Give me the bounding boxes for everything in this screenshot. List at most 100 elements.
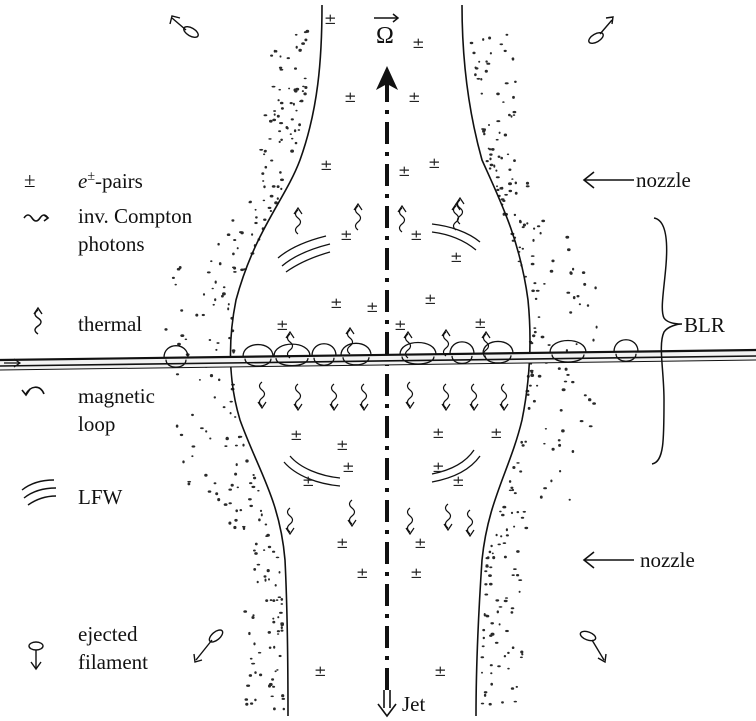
stipple-dot xyxy=(543,487,547,489)
stipple-dot xyxy=(295,34,298,36)
stipple-dot xyxy=(228,489,232,491)
stipple-dot xyxy=(569,271,572,274)
stipple-dot xyxy=(253,642,255,645)
stipple-dot xyxy=(504,134,507,137)
legend-ejected-line1: ejected xyxy=(78,624,137,645)
thermal-squiggle xyxy=(294,384,302,410)
stipple-dot xyxy=(566,292,570,294)
stipple-dot xyxy=(543,443,545,445)
stipple-dot xyxy=(496,93,500,96)
stipple-dot xyxy=(483,133,485,136)
stipple-dot xyxy=(526,222,528,224)
stipple-dot xyxy=(582,271,585,274)
stipple-dot xyxy=(259,674,262,677)
stipple-dot xyxy=(592,402,596,405)
lfw-arcs-upper-left xyxy=(278,236,330,272)
stipple-dot xyxy=(240,269,244,272)
stipple-dot xyxy=(296,46,298,49)
stipple-dot xyxy=(506,528,508,531)
stipple-dot xyxy=(180,334,184,337)
stipple-dot xyxy=(489,158,491,161)
stipple-dot xyxy=(234,473,237,476)
stipple-dot xyxy=(251,233,253,236)
stipple-dot xyxy=(268,546,271,548)
stipple-dot xyxy=(257,581,259,584)
stipple-dot xyxy=(596,326,598,329)
stipple-dot xyxy=(508,182,512,185)
wavy-photon-icon xyxy=(24,215,48,221)
stipple-dot xyxy=(176,425,179,428)
stipple-dot xyxy=(541,336,545,339)
thermal-squiggle xyxy=(346,328,354,354)
stipple-dot xyxy=(522,248,524,250)
stipple-dot xyxy=(518,579,522,581)
stipple-dot xyxy=(302,90,304,92)
thermal-squiggle xyxy=(466,510,474,536)
stipple-dot xyxy=(508,114,511,117)
stipple-dot xyxy=(272,86,276,88)
stipple-dot xyxy=(172,277,175,279)
stipple-dot xyxy=(233,526,236,529)
stipple-dot xyxy=(579,303,581,305)
stipple-dot xyxy=(245,459,248,462)
stipple-dot xyxy=(214,298,216,301)
stipple-dot xyxy=(497,665,501,667)
stipple-dot xyxy=(480,78,482,81)
stipple-dot xyxy=(498,544,501,546)
stipple-dot xyxy=(281,626,283,629)
stipple-dot xyxy=(295,142,298,144)
stipple-dot xyxy=(488,148,490,150)
stipple-dot xyxy=(268,631,271,634)
stipple-dot xyxy=(233,239,236,241)
stipple-dot xyxy=(227,233,231,236)
stipple-dot xyxy=(535,298,538,300)
stipple-dot xyxy=(530,374,534,377)
stipple-dot xyxy=(496,534,498,537)
stipple-dot xyxy=(533,400,536,403)
stipple-dot xyxy=(209,339,212,341)
stipple-dot xyxy=(203,293,205,296)
thermal-squiggle xyxy=(470,384,478,410)
stipple-dot xyxy=(263,153,265,155)
stipple-dot xyxy=(489,703,492,706)
pair-symbol: ± xyxy=(330,296,343,311)
stipple-dot xyxy=(279,141,281,143)
stipple-dot xyxy=(486,63,490,65)
pair-symbol: ± xyxy=(414,536,427,551)
stipple-dot xyxy=(287,127,289,130)
pair-symbol: ± xyxy=(410,566,423,581)
stipple-dot xyxy=(478,61,480,63)
stipple-dot xyxy=(512,58,514,60)
pair-symbol: ± xyxy=(394,318,407,333)
stipple-dot xyxy=(520,651,523,654)
stipple-dot xyxy=(512,466,515,469)
stipple-dot xyxy=(517,511,520,513)
thermal-squiggle xyxy=(406,508,414,534)
pair-symbol: ± xyxy=(336,438,349,453)
stipple-dot xyxy=(477,78,481,80)
stipple-dot xyxy=(245,703,248,706)
thermal-squiggle xyxy=(286,508,294,534)
stipple-dot xyxy=(550,270,554,273)
stipple-dot xyxy=(280,622,284,624)
stipple-dot xyxy=(248,498,252,500)
omega-vector-arrow xyxy=(374,14,398,22)
stipple-dot xyxy=(516,550,520,553)
stipple-dot xyxy=(291,118,294,120)
stipple-dot xyxy=(522,444,525,447)
pair-symbol: ± xyxy=(366,300,379,315)
stipple-dot xyxy=(580,420,584,422)
stipple-dot xyxy=(298,49,301,52)
stipple-dot xyxy=(175,284,177,286)
stipple-dot xyxy=(251,486,255,488)
stipple-dot xyxy=(487,556,490,559)
stipple-dot xyxy=(281,694,284,697)
stipple-dot xyxy=(210,374,213,377)
stipple-dot xyxy=(221,295,224,298)
lfw-arcs-upper-right xyxy=(432,224,480,250)
stipple-dot xyxy=(495,170,497,172)
thermal-squiggle xyxy=(444,504,452,530)
stipple-dot xyxy=(278,130,281,132)
stipple-dot xyxy=(261,513,263,516)
